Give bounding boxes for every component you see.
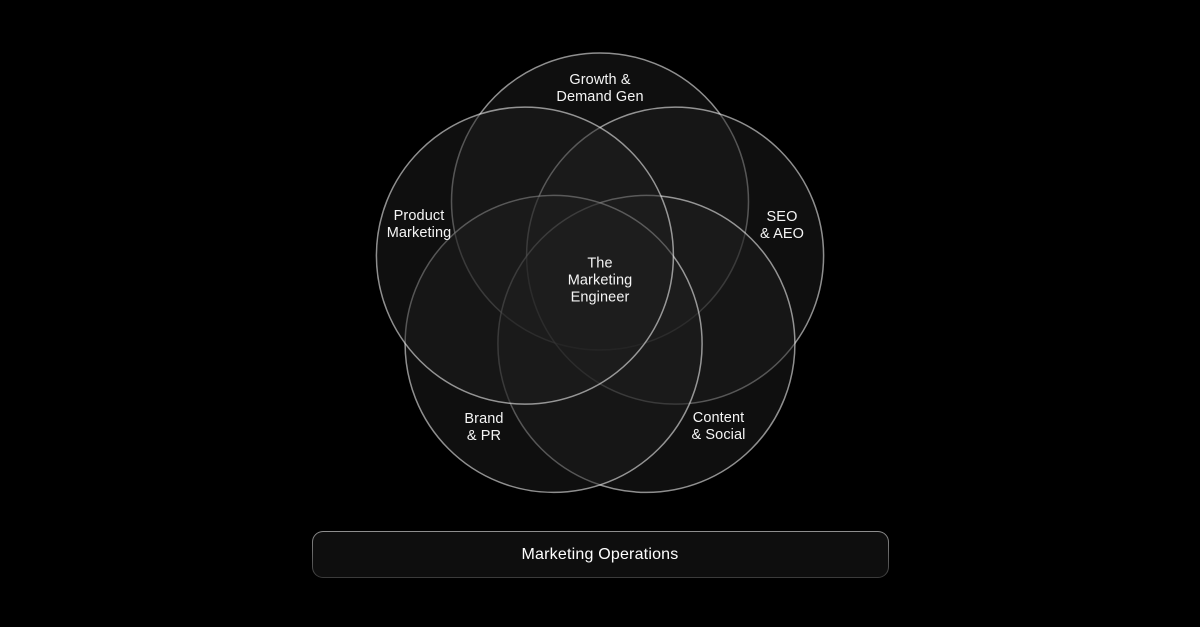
label-line: Marketing [386,225,452,241]
label-line: Content [692,410,745,426]
label-growth-demand-gen: Growth & Demand Gen [556,72,643,106]
label-line: Marketing [567,272,633,289]
label-line: Product [393,208,445,224]
label-line: & AEO [759,225,805,242]
circle-product-marketing [375,106,675,405]
label-seo-aeo: SEO & AEO [760,209,804,243]
marketing-operations-label: Marketing Operations [521,545,679,563]
label-line: The [587,255,613,272]
marketing-operations-bar: Marketing Operations [312,531,889,578]
label-line: SEO [766,208,798,225]
label-line: Demand Gen [556,89,644,105]
label-product-marketing: Product Marketing [387,208,452,242]
label-brand-pr: Brand & PR [464,411,503,445]
label-line: Engineer [570,289,630,306]
label-line: & PR [466,427,502,444]
label-line: Growth & [569,72,631,88]
label-line: Brand [464,410,504,427]
label-line: & Social [691,427,746,443]
label-center-marketing-engineer: The Marketing Engineer [568,256,633,307]
label-content-social: Content & Social [692,410,746,444]
